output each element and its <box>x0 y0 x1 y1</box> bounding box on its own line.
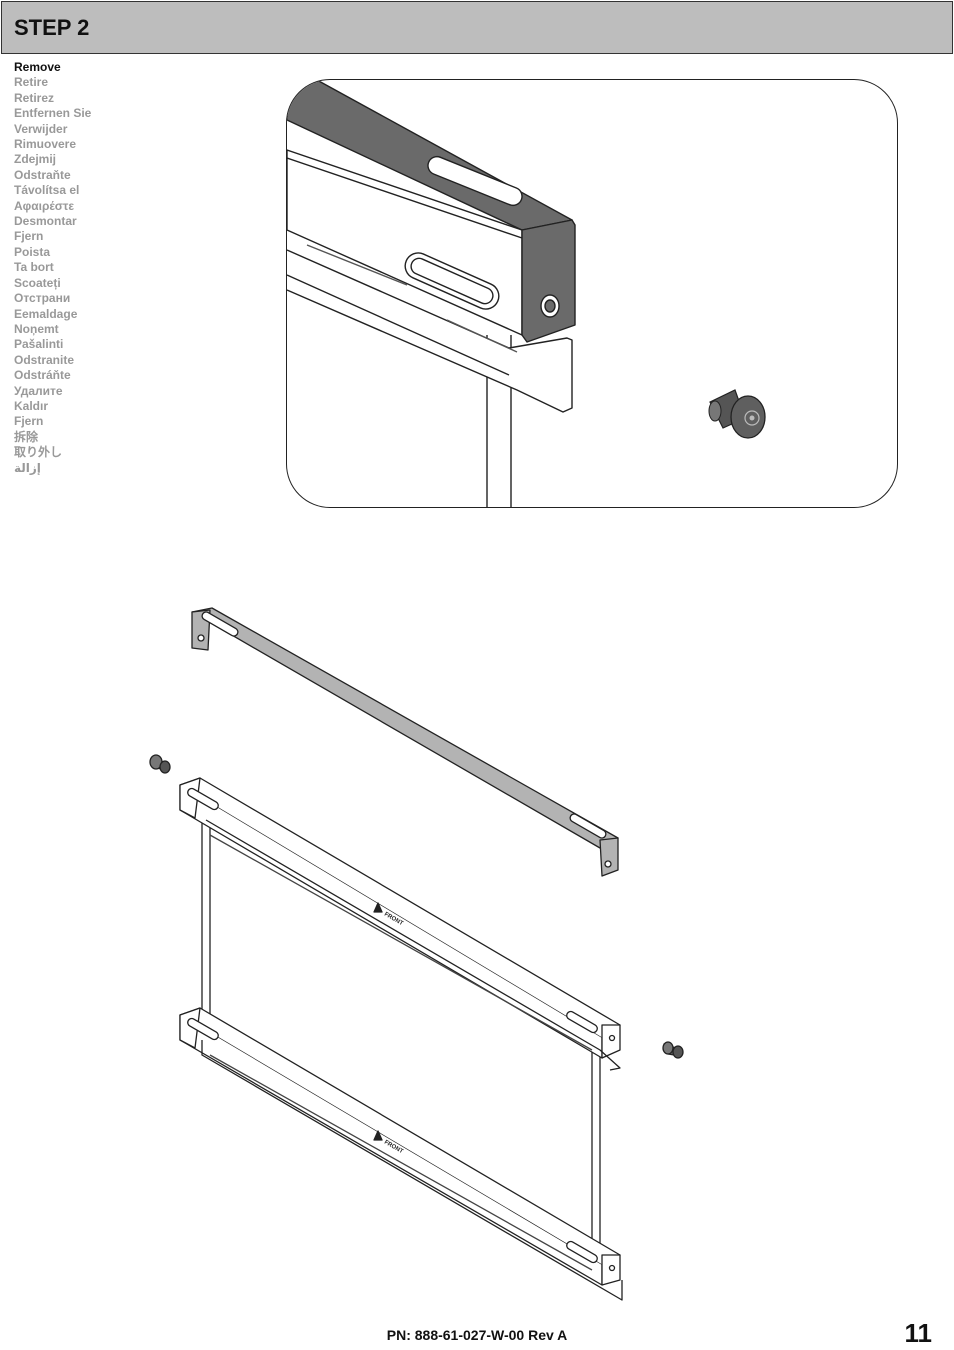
instruction-sl: Odstranite <box>14 352 75 367</box>
step-title: STEP 2 <box>14 15 90 40</box>
detail-callout <box>286 79 898 508</box>
instruction-lt: Pašalinti <box>14 337 64 352</box>
instruction-pl: Zdejmij <box>14 152 57 167</box>
instruction-no: Fjern <box>14 414 44 429</box>
instruction-es: Desmontar <box>14 214 77 229</box>
screw-icon <box>149 754 171 774</box>
instruction-sv: Ta bort <box>14 260 54 275</box>
main-illustration: FRONT FRONT <box>149 607 684 1301</box>
instruction-nl: Verwijder <box>14 121 68 136</box>
instruction-ru: Удалите <box>14 383 63 398</box>
instruction-da: Fjern <box>14 229 44 244</box>
instruction-ro: Scoateți <box>14 275 61 290</box>
instruction-el: Αφαιρέστε <box>14 198 75 213</box>
step-header: STEP 2 <box>1 1 953 54</box>
screw-icon <box>662 1041 684 1059</box>
frame-assembly: FRONT FRONT <box>179 777 623 1301</box>
instruction-lv: Noņemt <box>14 321 59 336</box>
instruction-en: Remove <box>14 60 61 74</box>
detail-illustration <box>287 80 766 507</box>
instruction-list: Remove Retire Retirez Entfernen Sie Verw… <box>14 60 91 476</box>
instruction-pt: Retire <box>14 75 49 90</box>
instruction-cs: Odstraňte <box>14 167 71 182</box>
instruction-ja: 取り外し <box>14 445 63 460</box>
instruction-ar: إزالة <box>14 460 41 475</box>
instruction-fi: Poista <box>14 244 51 259</box>
part-number: PN: 888-61-027-W-00 Rev A <box>386 1327 568 1343</box>
instruction-it: Rimuovere <box>14 137 77 152</box>
screw-icon <box>708 389 766 439</box>
instruction-fr: Retirez <box>14 90 55 105</box>
instruction-de: Entfernen Sie <box>14 106 92 121</box>
instruction-zh: 拆除 <box>14 429 39 444</box>
instruction-hu: Távolítsa el <box>14 183 80 198</box>
page-number: 11 <box>904 1318 933 1348</box>
instruction-et: Eemaldage <box>14 306 78 321</box>
removed-bar <box>191 607 619 877</box>
instruction-bg: Отстрани <box>14 291 71 306</box>
instruction-tr: Kaldır <box>14 398 49 413</box>
instruction-sk: Odstráňte <box>14 368 71 383</box>
